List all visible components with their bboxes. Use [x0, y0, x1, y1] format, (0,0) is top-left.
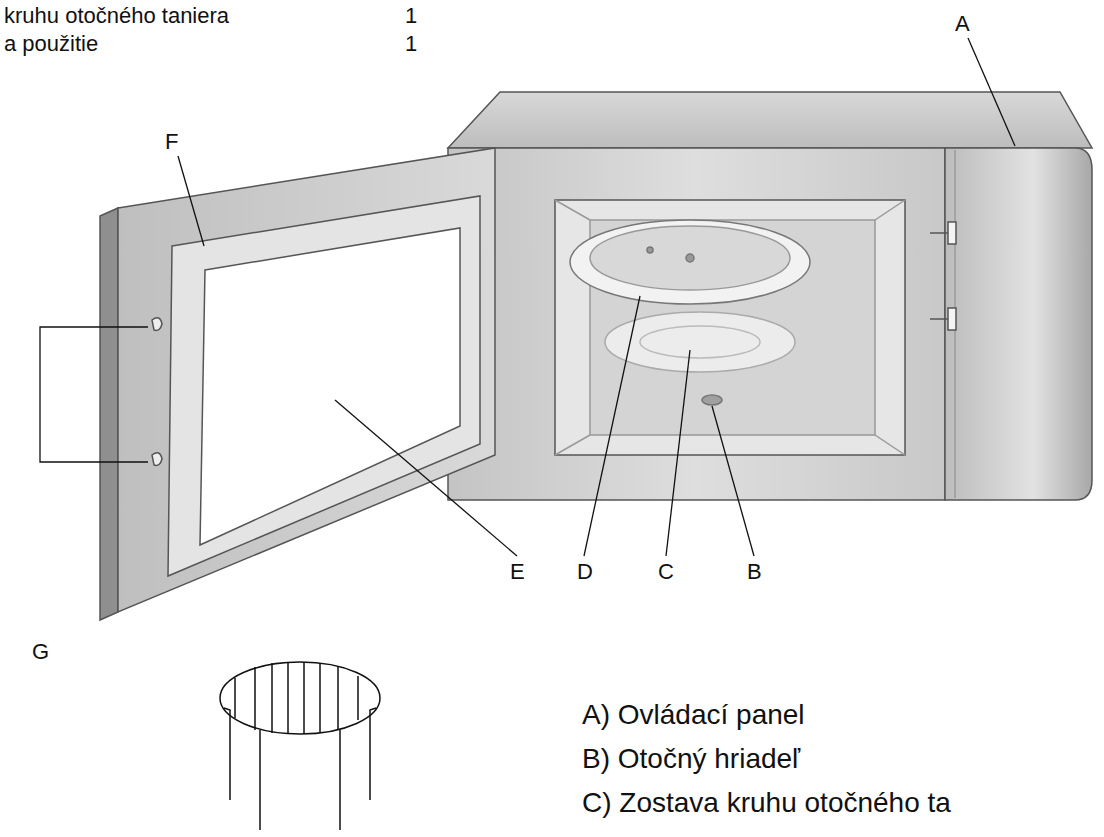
callout-letter: C [658, 560, 674, 584]
header-text: a použitie [4, 32, 98, 56]
quantity-number: 1 [405, 32, 417, 56]
callout-letter: F [165, 130, 178, 154]
door [100, 148, 495, 620]
part-list-item: A) Ovládací panel [582, 700, 805, 731]
rack-accessory [220, 662, 380, 830]
turntable-parts [570, 220, 810, 405]
part-list-item: B) Otočný hriadeľ [582, 744, 800, 775]
quantity-number: 1 [405, 4, 417, 28]
leader-lines [40, 38, 1015, 556]
microwave-body [448, 92, 1092, 500]
part-list-item: C) Zostava kruhu otočného ta [582, 788, 951, 819]
callout-letter: B [747, 560, 762, 584]
callout-letter: D [577, 560, 593, 584]
callout-letter: A [955, 12, 970, 36]
callout-letter: E [510, 560, 525, 584]
header-text: kruhu otočného taniera [4, 4, 229, 28]
callout-letter: G [32, 640, 49, 664]
